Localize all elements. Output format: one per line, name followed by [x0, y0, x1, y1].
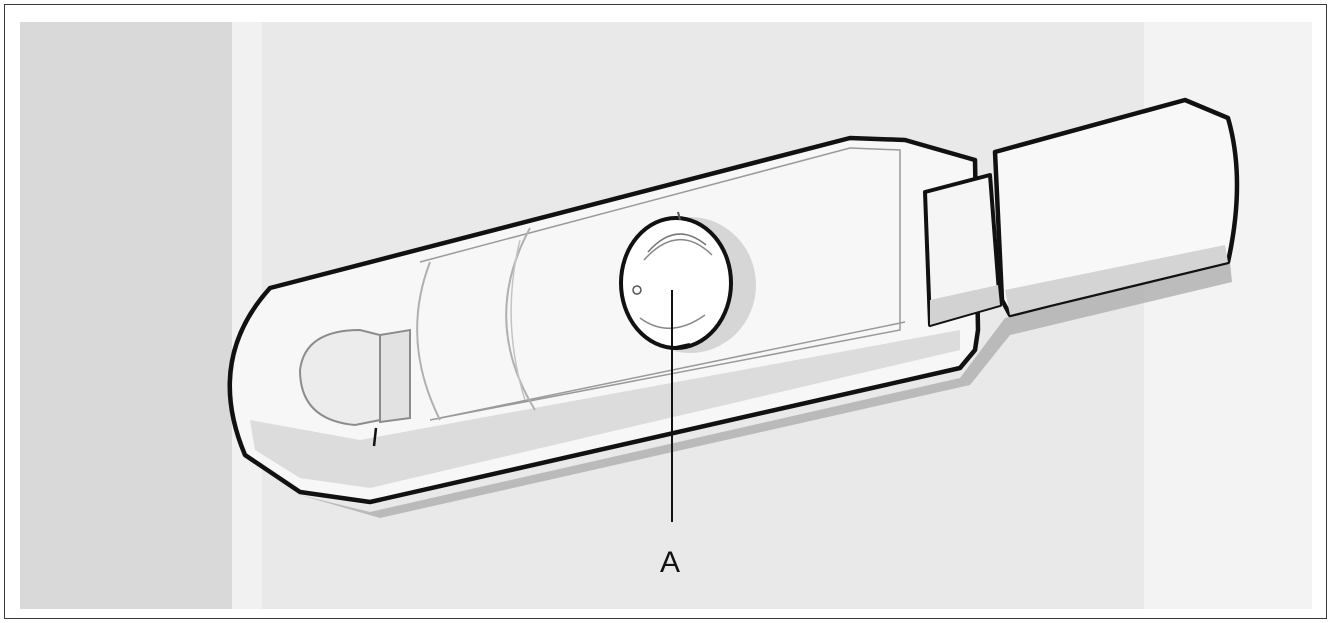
diffuser-left-curve [416, 261, 441, 421]
dial-notch-bottom [675, 343, 691, 350]
bulb [298, 328, 411, 447]
housing-inner-edge [419, 147, 901, 421]
callout-label: A [660, 546, 680, 579]
wall-panel-left [20, 22, 232, 609]
diffuser-mid-curve [505, 227, 536, 411]
housing-lower-band [250, 330, 960, 488]
dial-indicator [632, 285, 642, 295]
bulb-mark [372, 427, 378, 447]
connector-shade [930, 285, 1000, 325]
bulb-base [379, 328, 411, 424]
dial-scale-ring [647, 233, 707, 253]
dial-scale-ring-2 [643, 239, 713, 261]
housing-shadow [300, 262, 1232, 518]
dial-notch-top [677, 211, 681, 221]
lamp-housing [227, 135, 981, 505]
end-cap-lower-face [1005, 245, 1228, 315]
diffuser-curve-2 [510, 239, 526, 401]
